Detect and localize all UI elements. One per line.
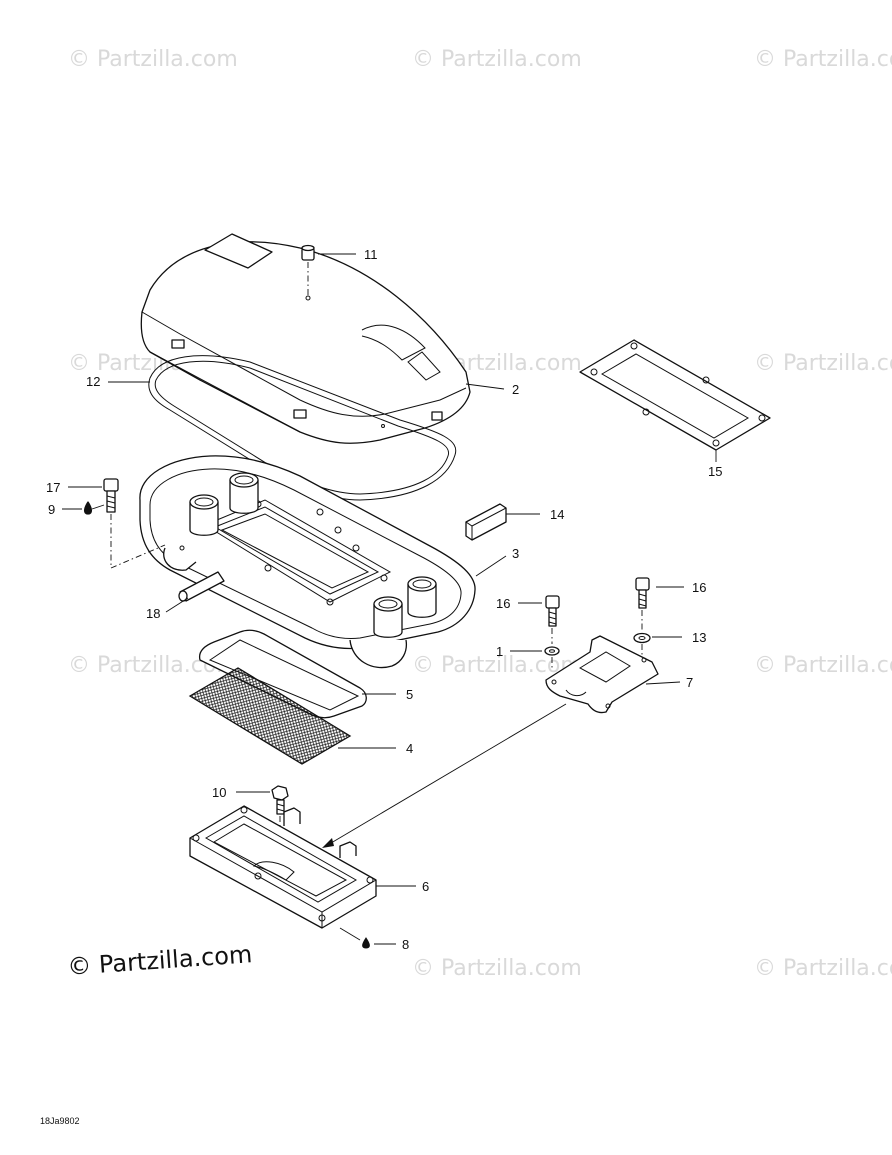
- callouts: 11 12 2 15 17 9 14 3 18 16 16 1 13 7 5 4…: [46, 247, 722, 952]
- part-16-screw-left: [545, 595, 560, 644]
- part-11-grommet: [301, 244, 315, 301]
- callout-3: 3: [512, 546, 519, 561]
- part-2-cover: [140, 233, 471, 444]
- callout-11: 11: [364, 247, 378, 262]
- part-14-clip: [465, 503, 507, 541]
- part-16-screw-right: [635, 577, 650, 630]
- part-6-tray: [189, 805, 377, 929]
- leader-lines: [62, 253, 717, 945]
- callout-10: 10: [212, 785, 226, 800]
- part-12-seal: [148, 355, 457, 501]
- part-7-bracket: [545, 635, 659, 714]
- callout-7: 7: [686, 675, 693, 690]
- callout-9: 9: [48, 502, 55, 517]
- brand-watermark: © Partzilla.com: [66, 940, 253, 981]
- watermark: © Partzilla.com: [412, 47, 582, 72]
- callout-8: 8: [402, 937, 409, 952]
- watermark: © Partzilla.com: [412, 956, 582, 981]
- watermark: © Partzilla.com: [754, 47, 892, 72]
- assembly-arrow: [322, 703, 567, 848]
- part-9-drop: [83, 501, 93, 515]
- callout-5: 5: [406, 687, 413, 702]
- part-8-drop: [362, 937, 370, 949]
- callout-6: 6: [422, 879, 429, 894]
- callout-2: 2: [512, 382, 519, 397]
- part-3-base: [139, 455, 476, 669]
- callout-12: 12: [86, 374, 100, 389]
- callout-18: 18: [146, 606, 160, 621]
- part-1-washer: [544, 646, 560, 670]
- part-17-screw: [103, 478, 166, 569]
- callout-15: 15: [708, 464, 722, 479]
- part-13-washer: [633, 632, 651, 656]
- callout-14: 14: [550, 507, 564, 522]
- watermark: © Partzilla.com: [412, 653, 582, 678]
- watermark: © Partzilla.com: [754, 351, 892, 376]
- watermark: © Partzilla.com: [754, 653, 892, 678]
- watermark: © Partzilla.com: [754, 956, 892, 981]
- watermark: © Partzilla.com: [68, 47, 238, 72]
- part-15-gasket: [579, 339, 771, 451]
- diagram-code: 18Ja9802: [40, 1116, 80, 1126]
- callout-17: 17: [46, 480, 60, 495]
- part-18-tube: [178, 571, 225, 602]
- callout-1: 1: [496, 644, 503, 659]
- callout-4: 4: [406, 741, 413, 756]
- callout-16-right: 16: [692, 580, 706, 595]
- callout-16-left: 16: [496, 596, 510, 611]
- callout-13: 13: [692, 630, 706, 645]
- part-4-filter: [188, 667, 352, 765]
- part-5-gasket: [198, 629, 367, 719]
